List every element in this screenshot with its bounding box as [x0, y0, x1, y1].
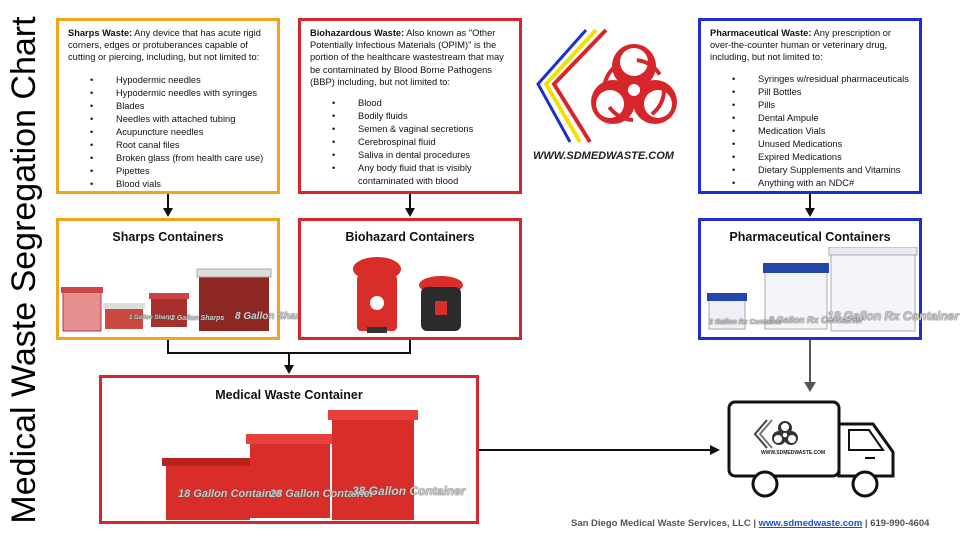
- pharmaceutical-containers-box: Pharmaceutical Containers 2 Gallon Rx Co…: [698, 218, 959, 340]
- pharma-list: Syringes w/residual pharmaceuticals Pill…: [710, 73, 910, 190]
- pharmaceutical-description-box: Pharmaceutical Waste: Any prescription o…: [698, 18, 922, 194]
- arrow-medical-to-truck: [479, 449, 713, 451]
- list-item: Dental Ampule: [710, 112, 910, 125]
- bio-list: Blood Bodily fluids Semen & vaginal secr…: [310, 97, 510, 188]
- truck-icon: [727, 400, 895, 498]
- pharma-text: Any prescription or over-the-counter hum…: [710, 28, 892, 63]
- connector-bio: [409, 340, 411, 354]
- bio-heading: Biohazardous Waste:: [310, 28, 405, 38]
- list-item: Anything with an NDC#: [710, 177, 910, 190]
- list-item: Bodily fluids: [310, 110, 510, 123]
- sharps-bin-label: 8 Gallon Sharps: [235, 311, 312, 322]
- list-item: Any body fluid that is visibly contamina…: [310, 162, 510, 188]
- arrow-bio-down: [409, 194, 411, 210]
- arrowhead: [804, 382, 816, 392]
- sharps-description-box: Sharps Waste: Any device that has acute …: [56, 18, 280, 194]
- sdmedwaste-logo: [528, 22, 698, 150]
- biohazard-bins-illustration: [353, 257, 463, 333]
- truck-label: WWW.SDMEDWASTE.COM: [761, 450, 826, 456]
- pharmaceutical-containers-title: Pharmaceutical Containers: [729, 230, 891, 244]
- footer-website-link[interactable]: www.sdmedwaste.com: [758, 518, 863, 529]
- biohazard-containers-box: Biohazard Containers: [298, 218, 522, 340]
- medical-bin-label: 18 Gallon Container: [178, 488, 282, 500]
- list-item: Pipettes: [68, 165, 268, 178]
- arrowhead: [710, 445, 720, 455]
- footer: San Diego Medical Waste Services, LLC | …: [571, 518, 929, 529]
- arrow-sharps-down: [167, 194, 169, 210]
- medical-waste-container-title: Medical Waste Container: [215, 388, 363, 402]
- sharps-list: Hypodermic needles Hypodermic needles wi…: [68, 74, 268, 191]
- pharma-bin-label: 18 Gallon Rx Container: [827, 309, 960, 323]
- sharps-bin-label: 2 Gallon Sharps: [171, 315, 225, 322]
- pharma-heading: Pharmaceutical Waste:: [710, 28, 812, 38]
- list-item: Syringes w/residual pharmaceuticals: [710, 73, 910, 86]
- list-item: Expired Medications: [710, 151, 910, 164]
- sharps-text: Any device that has acute rigid corners,…: [68, 28, 261, 63]
- list-item: Broken glass (from health care use): [68, 152, 268, 165]
- arrow-pharma-down: [809, 194, 811, 210]
- arrow-pharma-to-truck: [809, 340, 811, 384]
- list-item: Unused Medications: [710, 138, 910, 151]
- sharps-bins-illustration: [61, 268, 272, 332]
- arrowhead: [284, 365, 294, 374]
- sharps-bin-label: 1 Gallon Sharps: [129, 315, 175, 321]
- arrowhead: [405, 208, 415, 217]
- biohazard-description-box: Biohazardous Waste: Also known as "Other…: [298, 18, 522, 194]
- list-item: Semen & vaginal secretions: [310, 123, 510, 136]
- medical-waste-container-box: Medical Waste Container 18 Gallon Contai…: [99, 375, 479, 524]
- sharps-containers-title: Sharps Containers: [112, 230, 224, 244]
- list-item: Pills: [710, 99, 910, 112]
- list-item: Hypodermic needles: [68, 74, 268, 87]
- arrowhead: [163, 208, 173, 217]
- list-item: Cerebrospinal fluid: [310, 136, 510, 149]
- list-item: Root canal files: [68, 139, 268, 152]
- pharma-bins-illustration: [707, 247, 918, 332]
- logo-url-text: WWW.SDMEDWASTE.COM: [533, 150, 674, 162]
- arrow-to-medical: [288, 352, 290, 366]
- medical-bin-label: 38 Gallon Container: [352, 484, 466, 498]
- list-item: Blood vials: [68, 178, 268, 191]
- list-item: Blades: [68, 100, 268, 113]
- medical-bin-label: 28 Gallon Container: [270, 488, 374, 500]
- bio-text: Also known as "Other Potentially Infecti…: [310, 28, 504, 87]
- pharma-bin-label: 2 Gallon Rx Container: [709, 319, 783, 326]
- delivery-truck: WWW.SDMEDWASTE.COM: [725, 398, 900, 508]
- medical-bins-illustration: [162, 410, 418, 520]
- list-item: Medication Vials: [710, 125, 910, 138]
- footer-phone: | 619-990-4604: [862, 518, 930, 529]
- sharps-heading: Sharps Waste:: [68, 28, 133, 38]
- connector-sharps: [167, 340, 169, 354]
- biohazard-logo-icon: [536, 28, 677, 144]
- list-item: Acupuncture needles: [68, 126, 268, 139]
- list-item: Hypodermic needles with syringes: [68, 87, 268, 100]
- biohazard-containers-title: Biohazard Containers: [345, 230, 475, 244]
- list-item: Blood: [310, 97, 510, 110]
- footer-company: San Diego Medical Waste Services, LLC |: [571, 518, 759, 529]
- arrowhead: [805, 208, 815, 217]
- list-item: Pill Bottles: [710, 86, 910, 99]
- chart-title: Medical Waste Segregation Chart: [5, 16, 43, 524]
- pharma-bin-label: 8 Gallon Rx Container: [769, 315, 864, 325]
- list-item: Dietary Supplements and Vitamins: [710, 164, 910, 177]
- list-item: Saliva in dental procedures: [310, 149, 510, 162]
- sharps-containers-box: Sharps Containers 1 Gallon Sharps 2 Gall…: [56, 218, 311, 340]
- list-item: Needles with attached tubing: [68, 113, 268, 126]
